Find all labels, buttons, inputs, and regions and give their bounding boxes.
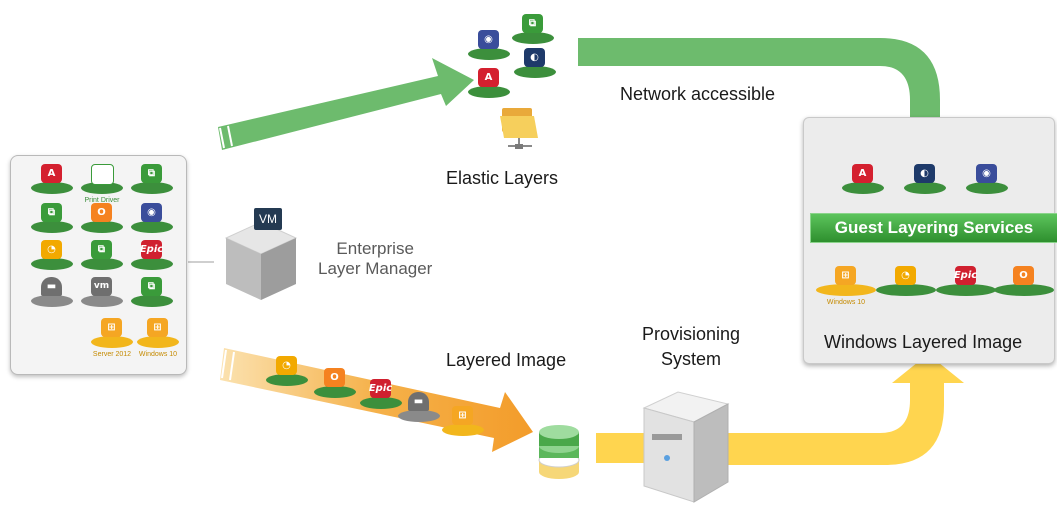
network-folder-icon — [500, 108, 538, 149]
epic-icon: Epic — [140, 240, 163, 259]
flow-layer-gauge: ◔ — [264, 356, 310, 386]
layer-app-4: ⧉ — [129, 277, 175, 307]
printer-icon: ▤ — [91, 164, 114, 185]
arrow-to-windows-layered-image — [722, 354, 964, 465]
acrobat-icon: A — [41, 164, 62, 183]
layer-app-1: ⧉ — [129, 164, 175, 194]
image-layer-office: O — [992, 266, 1056, 296]
guest-layering-services-banner: Guest Layering Services — [810, 213, 1057, 243]
layer-office: O — [79, 203, 125, 233]
layer-hat-platform: ▬ — [29, 277, 75, 307]
chrome-icon: ◉ — [478, 30, 499, 49]
server-icon — [642, 391, 730, 503]
acrobat-icon: A — [852, 164, 873, 183]
gauge-icon: ◔ — [41, 240, 62, 259]
provisioning-system-label: Provisioning System — [642, 322, 740, 372]
provisioning-label-line1: Provisioning — [642, 324, 741, 344]
layer-manager-appliance-icon — [224, 221, 298, 300]
windows-layered-image-label: Windows Layered Image — [824, 332, 1023, 352]
vm-tag: VM — [254, 208, 282, 230]
shield-icon: ◐ — [524, 48, 545, 67]
acrobat-icon: A — [478, 68, 499, 87]
office-icon: O — [91, 203, 112, 222]
chrome-icon: ◉ — [976, 164, 997, 183]
shield-icon: ◐ — [914, 164, 935, 183]
flow-layer-epic: Epic — [358, 379, 404, 409]
layer-acrobat: A — [29, 164, 75, 194]
elastic-layer-acrobat: A — [466, 68, 512, 98]
window-app-icon: ⧉ — [141, 277, 162, 296]
layer-epic: Epic — [129, 240, 175, 270]
epic-icon: Epic — [369, 379, 392, 398]
image-layer-acrobat: A — [840, 164, 886, 194]
gauge-icon: ◔ — [276, 356, 297, 375]
windows-10-image-caption: Windows 10 — [826, 299, 866, 306]
office-icon: O — [324, 368, 345, 387]
flow-layer-windows: ⊞ — [440, 406, 486, 436]
layer-gauge-app: ◔ — [29, 240, 75, 270]
image-layer-gauge: ◔ — [874, 266, 938, 296]
window-app-icon: ⧉ — [41, 203, 62, 222]
arrow-image-to-provisioning — [596, 433, 646, 463]
layer-library-panel: A ▤Print Driver ⧉ ⧉ O ◉ ◔ ⧉ Epic ▬ vm ⧉ … — [10, 155, 187, 375]
chrome-icon: ◉ — [141, 203, 162, 222]
epic-icon: Epic — [954, 266, 977, 285]
layer-windows-10: ⊞ Windows 10 — [135, 318, 181, 358]
vm-icon: vm — [91, 277, 112, 296]
windows-10-caption: Windows 10 — [138, 351, 178, 358]
enterprise-layer-manager-label: Enterprise Layer Manager — [318, 239, 432, 279]
flow-layer-office: O — [312, 368, 358, 398]
windows-icon: ⊞ — [835, 266, 856, 285]
arrow-to-elastic-layers — [218, 58, 474, 150]
windows-icon: ⊞ — [147, 318, 168, 337]
window-app-icon: ⧉ — [141, 164, 162, 183]
window-app-icon: ⧉ — [91, 240, 112, 259]
provisioning-label-line2: System — [661, 349, 722, 369]
hat-icon: ▬ — [41, 277, 62, 296]
layer-vm-platform: vm — [79, 277, 125, 307]
gauge-icon: ◔ — [895, 266, 916, 285]
image-layer-chrome: ◉ — [964, 164, 1010, 194]
arrow-network-accessible — [578, 38, 960, 142]
layered-image-stack-icon — [538, 425, 580, 479]
image-layer-vpn: ◐ — [902, 164, 948, 194]
layer-app-2: ⧉ — [29, 203, 75, 233]
layer-chrome: ◉ — [129, 203, 175, 233]
image-layer-epic: Epic — [934, 266, 998, 296]
hat-icon: ▬ — [408, 392, 429, 411]
elm-label-line2: Layer Manager — [318, 259, 433, 278]
windows-icon: ⊞ — [101, 318, 122, 337]
layer-print-driver: ▤ Print Driver — [79, 164, 125, 204]
flow-layer-hat: ▬ — [396, 392, 442, 422]
layer-server-2012: ⊞ Server 2012 — [89, 318, 135, 358]
window-app-icon: ⧉ — [522, 14, 543, 33]
layered-image-label: Layered Image — [446, 350, 567, 370]
windows-icon: ⊞ — [452, 406, 473, 425]
elastic-layer-app: ⧉ — [510, 14, 556, 44]
network-accessible-label: Network accessible — [620, 84, 776, 104]
layer-app-3: ⧉ — [79, 240, 125, 270]
elastic-layers-label: Elastic Layers — [446, 168, 559, 188]
print-driver-caption: Print Driver — [84, 197, 120, 204]
elm-label-line1: Enterprise — [336, 239, 414, 258]
office-icon: O — [1013, 266, 1034, 285]
elastic-layer-vpn: ◐ — [512, 48, 558, 78]
server-2012-caption: Server 2012 — [92, 351, 132, 358]
elastic-layer-chrome: ◉ — [466, 30, 512, 60]
image-layer-windows-10: ⊞ Windows 10 — [814, 266, 878, 306]
